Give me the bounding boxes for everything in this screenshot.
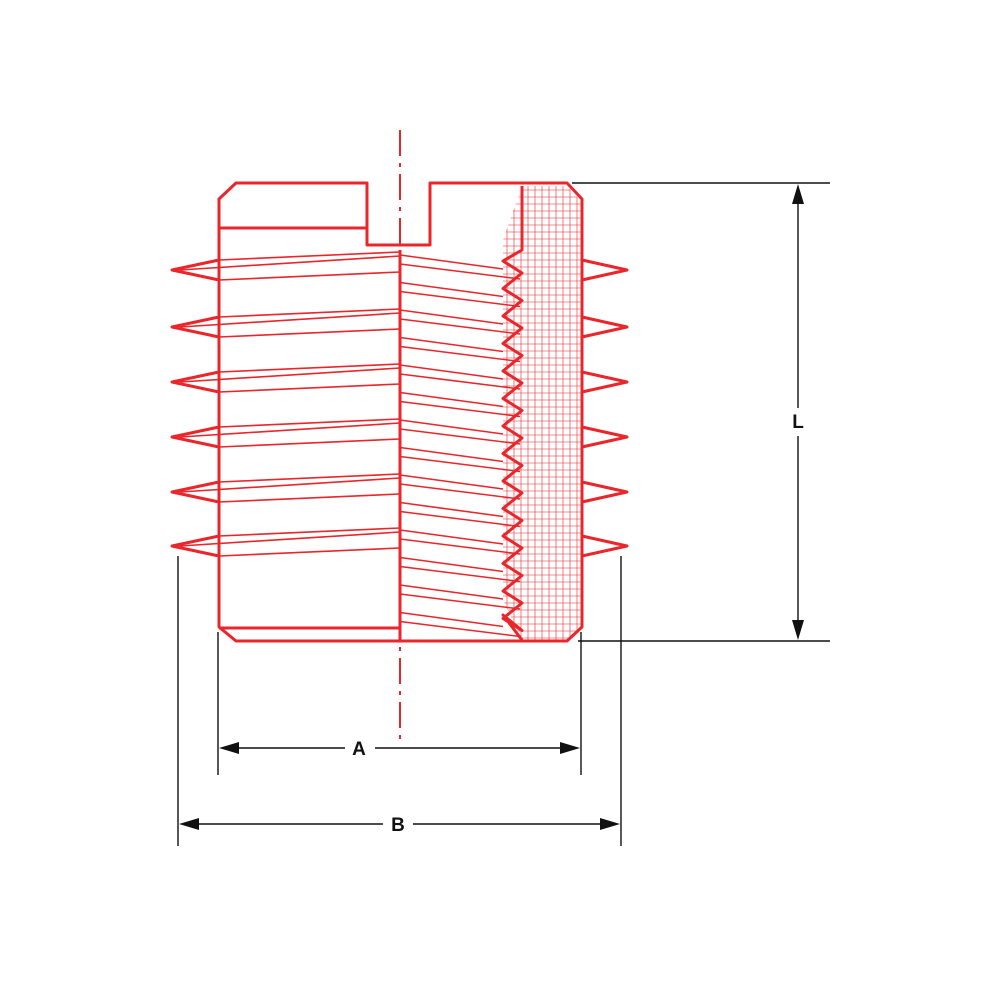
dim-a-label: A (352, 739, 366, 760)
internal-thread-line (399, 419, 504, 435)
internal-thread-line (399, 290, 521, 308)
cross-hatch-section (503, 186, 582, 641)
dim-a-arrow-right (560, 742, 580, 754)
thread-crest-line (218, 251, 401, 261)
thread-crest-line (218, 418, 401, 428)
internal-thread-line (399, 538, 521, 555)
thread-crest-line (218, 308, 401, 318)
internal-thread-line (399, 400, 521, 418)
internal-thread-line (399, 455, 521, 473)
internal-thread-line (399, 254, 504, 270)
thread-mid-line (179, 531, 401, 547)
thread-mid-line (179, 255, 401, 271)
internal-thread-section (399, 254, 521, 638)
thread-crest-line (218, 473, 401, 483)
dim-b-label: B (391, 815, 405, 836)
external-thread-left (170, 245, 221, 560)
internal-thread-line (399, 483, 521, 500)
thread-root-line (218, 438, 401, 448)
dim-l-arrow-top (792, 184, 804, 204)
internal-thread-line (399, 281, 504, 298)
thread-root-line (218, 547, 401, 557)
thread-mid-line (179, 477, 401, 493)
thread-crest-line (218, 527, 401, 537)
internal-thread-line (399, 529, 504, 545)
internal-thread-line (399, 318, 521, 335)
internal-thread-line (399, 593, 521, 610)
thread-root-line (218, 383, 401, 393)
external-thread-right (580, 245, 629, 560)
external-thread-profile-left (170, 245, 221, 560)
dim-a-arrow-left (219, 742, 239, 754)
internal-thread-line (399, 510, 521, 528)
dim-b-arrow-right (600, 818, 620, 830)
external-thread-profile-right (580, 245, 629, 560)
thread-crest-line (218, 363, 401, 373)
internal-thread-line (399, 391, 504, 408)
internal-thread-line (399, 345, 521, 363)
internal-thread-line (399, 620, 521, 638)
dim-b-arrow-left (179, 818, 199, 830)
internal-thread-line (399, 565, 521, 583)
internal-thread-line (399, 584, 504, 600)
internal-thread-line (399, 501, 504, 518)
thread-root-line (218, 328, 401, 338)
internal-thread-line (399, 428, 521, 445)
internal-thread-line (399, 611, 504, 628)
internal-thread-line (399, 309, 504, 325)
thread-helix-lines (179, 251, 401, 557)
dim-l-label: L (792, 412, 804, 433)
internal-thread-line (399, 556, 504, 573)
thread-mid-line (179, 312, 401, 328)
internal-thread-line (399, 474, 504, 490)
thread-root-line (218, 271, 401, 281)
internal-thread-line (399, 373, 521, 390)
thread-mid-line (179, 367, 401, 383)
thread-root-line (218, 493, 401, 503)
internal-thread-line (399, 263, 521, 280)
internal-thread-line (399, 446, 504, 463)
thread-mid-line (179, 422, 401, 438)
internal-thread-line (399, 364, 504, 380)
internal-thread-line (399, 336, 504, 353)
internal-thread-profile (501, 186, 524, 641)
dim-l-arrow-bottom (792, 620, 804, 640)
